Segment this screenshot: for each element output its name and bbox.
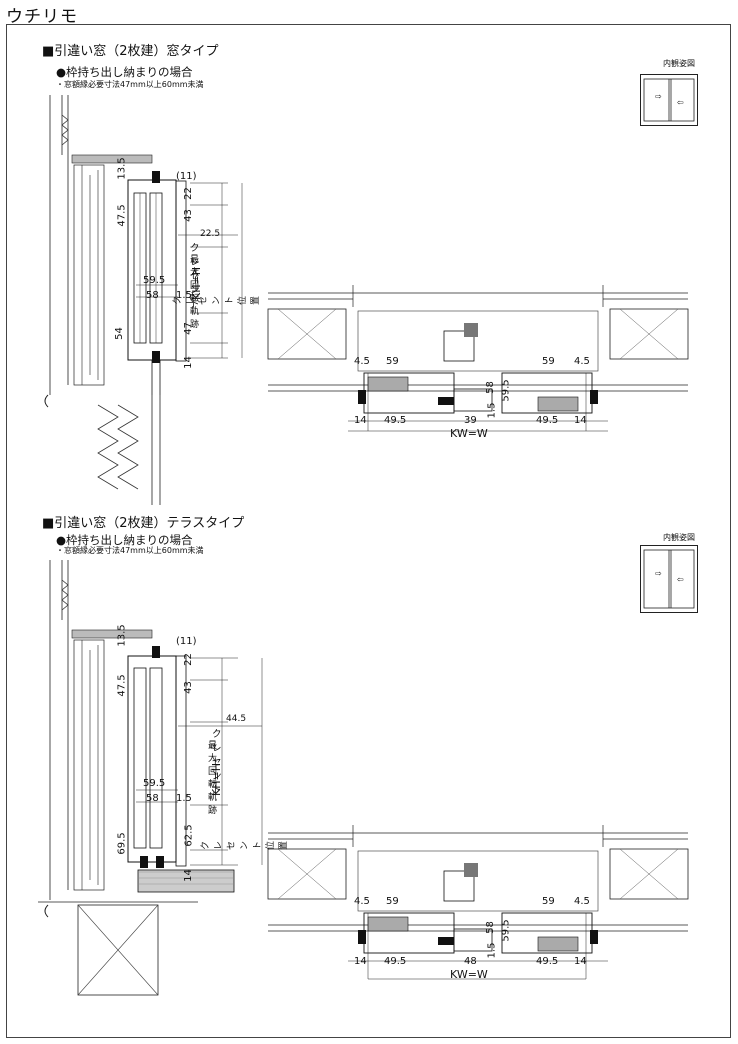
dim-43: 43 — [182, 209, 194, 222]
dim-22: 22 — [182, 187, 194, 200]
sliding-door-icon: ⇨ ⇦ — [643, 549, 695, 609]
dim-14-left: 14 — [354, 415, 367, 426]
sliding-window-icon: ⇨ ⇦ — [643, 78, 695, 122]
dim-1-5: 1.5 — [176, 793, 192, 804]
crescent-max-label: 最大回転軌跡 — [208, 741, 218, 816]
page-title: ウチリモ — [6, 7, 78, 27]
svg-text:⇨: ⇨ — [655, 92, 662, 101]
section-note: ・窓額縁必要寸法47mm以上60mm未満 — [56, 546, 204, 555]
dim-59-right: 59 — [542, 356, 555, 367]
dim-center: 39 — [464, 415, 477, 426]
dim-4-5-left: 4.5 — [354, 356, 370, 367]
dim-59-left: 59 — [386, 356, 399, 367]
dim-58: 58 — [146, 793, 159, 804]
dim-22: 22 — [182, 653, 194, 666]
dim-59-right: 59 — [542, 896, 555, 907]
horizontal-section-drawing — [267, 285, 689, 432]
dim-54: 54 — [113, 327, 125, 340]
crescent-position: クレセント位置 — [173, 295, 261, 305]
crescent-label: クレセント — [190, 243, 200, 310]
inner-view-icon: ⇨ ⇦ — [640, 545, 698, 613]
dim-center: 48 — [464, 956, 477, 967]
dim-4-5-right: 4.5 — [574, 356, 590, 367]
dim-47-5: 47.5 — [116, 204, 128, 227]
inner-view-label: 内観姿図 — [663, 59, 695, 68]
dim-44-5: 44.5 — [226, 714, 247, 724]
section-title: ■引違い窓（2枚建）テラスタイプ — [42, 516, 245, 531]
dim-paren: (11) — [176, 171, 197, 182]
dim-13-5: 13.5 — [116, 157, 128, 180]
dim-13-5: 13.5 — [116, 624, 128, 647]
dim-58: 58 — [146, 290, 159, 301]
kw-label: KW=W — [450, 968, 488, 981]
crescent-label: クレセント — [212, 729, 222, 796]
dim-49-5-right: 49.5 — [536, 415, 559, 426]
dim-14-left: 14 — [354, 956, 367, 967]
section-note: ・窓額縁必要寸法47mm以上60mm未満 — [56, 80, 204, 89]
svg-text:⇦: ⇦ — [677, 575, 684, 584]
dim-62-5: 62.5 — [183, 824, 195, 847]
crescent-max-label: 最大回転軌跡 — [190, 255, 200, 330]
dim-49-5-left: 49.5 — [384, 415, 407, 426]
dim-4-5-left: 4.5 — [354, 896, 370, 907]
dim-paren: (11) — [176, 636, 197, 647]
dim-22-5: 22.5 — [200, 229, 221, 239]
kh-label: KH=H — [210, 763, 223, 796]
vertical-section-drawing — [44, 95, 243, 505]
section-subtitle: ●枠持ち出し納まりの場合 — [56, 65, 193, 79]
dim-43: 43 — [182, 681, 194, 694]
inner-view-icon: ⇨ ⇦ — [640, 74, 698, 126]
dim-58-v: 58 — [484, 381, 496, 394]
dim-14-right: 14 — [574, 415, 587, 426]
dim-1-5-v: 1.5 — [486, 402, 498, 419]
section-title: ■引違い窓（2枚建）窓タイプ — [42, 44, 219, 59]
svg-text:⇦: ⇦ — [677, 98, 684, 107]
dim-59-5-v: 59.5 — [500, 919, 512, 942]
section-subtitle: ●枠持ち出し納まりの場合 — [56, 533, 193, 547]
drawing-frame — [6, 24, 731, 1038]
dim-59-5: 59.5 — [143, 778, 166, 789]
dim-58-v: 58 — [484, 921, 496, 934]
dim-59-5-v: 59.5 — [500, 379, 512, 402]
kw-label: KW=W — [450, 427, 488, 440]
dim-14: 14 — [182, 869, 194, 882]
dim-47-5: 47.5 — [116, 674, 128, 697]
dim-59-5: 59.5 — [143, 275, 166, 286]
dim-49-5-right: 49.5 — [536, 956, 559, 967]
dim-49-5-left: 49.5 — [384, 956, 407, 967]
dim-4-5-right: 4.5 — [574, 896, 590, 907]
dim-1-5-v: 1.5 — [486, 942, 498, 959]
dim-1-5: 1.5 — [176, 290, 192, 301]
horizontal-section-drawing — [267, 825, 689, 980]
kh-label: KH=H — [190, 267, 203, 300]
dim-14-right: 14 — [574, 956, 587, 967]
dim-69-5: 69.5 — [116, 832, 128, 855]
svg-text:⇨: ⇨ — [655, 569, 662, 578]
dim-59-left: 59 — [386, 896, 399, 907]
vertical-section-drawing — [38, 560, 263, 996]
dim-14: 14 — [182, 356, 194, 369]
inner-view-label: 内観姿図 — [663, 533, 695, 542]
